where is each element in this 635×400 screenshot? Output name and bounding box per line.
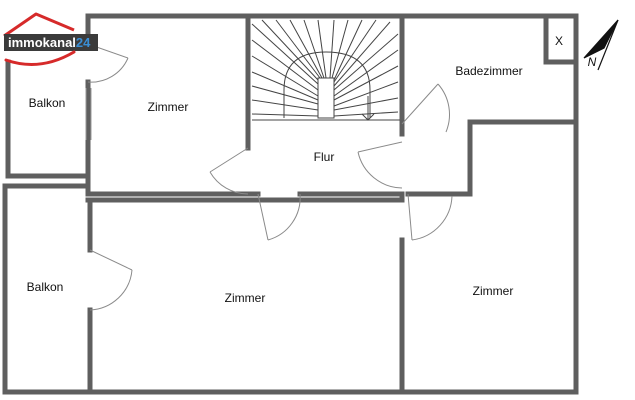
wall-balkon-top bbox=[5, 59, 91, 179]
door-bad bbox=[401, 83, 450, 133]
room-label-flur: Flur bbox=[314, 150, 335, 164]
logo-swoosh-icon bbox=[4, 50, 76, 66]
wall-zimmer-right bbox=[399, 119, 579, 395]
door-zimmer-right bbox=[407, 193, 453, 241]
shaft-mark: X bbox=[555, 34, 563, 48]
logo: immokanal24 bbox=[3, 12, 98, 66]
room-label-balkon-bottom: Balkon bbox=[27, 280, 64, 294]
door-flur-right bbox=[357, 141, 403, 189]
room-label-zimmer-top: Zimmer bbox=[148, 100, 189, 114]
staircase bbox=[251, 19, 400, 121]
room-label-zimmer-right: Zimmer bbox=[473, 284, 514, 298]
wall-balkon-bottom bbox=[2, 183, 93, 395]
compass-icon bbox=[583, 19, 619, 71]
logo-text-main: immokanal bbox=[8, 35, 76, 50]
doors bbox=[87, 43, 453, 311]
door-balkon-bottom bbox=[89, 249, 133, 311]
room-label-zimmer-bottom-left: Zimmer bbox=[225, 291, 266, 305]
room-label-badezimmer: Badezimmer bbox=[455, 64, 522, 78]
room-label-balkon-top: Balkon bbox=[29, 96, 66, 110]
door-zimmer-top bbox=[209, 147, 249, 195]
logo-box bbox=[4, 34, 98, 51]
wall-shaft bbox=[543, 13, 579, 65]
logo-roof-icon bbox=[3, 12, 75, 38]
logo-text: immokanal24 bbox=[8, 35, 91, 50]
compass-label: N bbox=[588, 55, 597, 69]
balcony-window bbox=[85, 88, 92, 140]
walls bbox=[2, 13, 579, 395]
door-flur-bottom bbox=[257, 193, 301, 241]
logo-text-num: 24 bbox=[76, 35, 91, 50]
wall-bad bbox=[399, 13, 579, 137]
wall-flur-right bbox=[405, 119, 473, 197]
